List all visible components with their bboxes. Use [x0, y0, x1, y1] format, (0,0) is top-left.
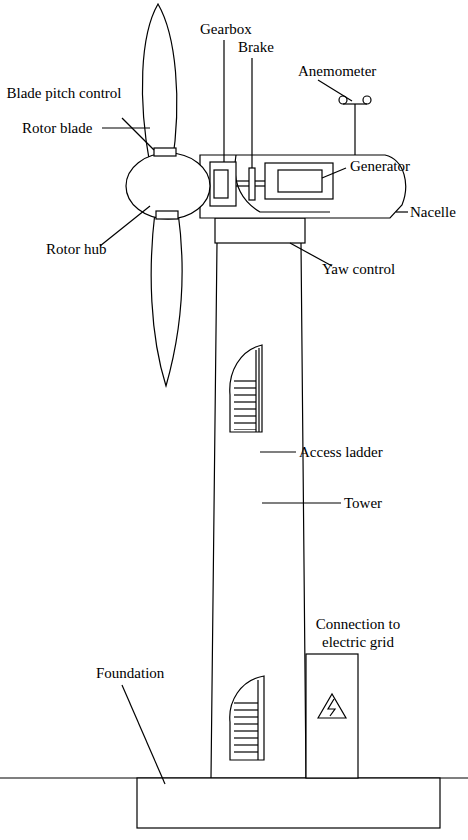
part-label: Gearbox	[200, 20, 252, 38]
part-label: Tower	[344, 494, 382, 512]
part-label: Foundation	[96, 664, 164, 682]
part-label: Nacelle	[410, 203, 456, 221]
part-label: Rotor hub	[46, 240, 106, 258]
part-label: Rotor blade	[22, 119, 92, 137]
part-label: Generator	[350, 157, 410, 175]
part-label: Anemometer	[298, 62, 376, 80]
part-label: Access ladder	[299, 443, 383, 461]
part-label: Brake	[238, 38, 274, 56]
part-label: Yaw control	[322, 260, 395, 278]
part-label: Connection to electric grid	[300, 615, 416, 651]
part-label: Blade pitch control	[4, 84, 124, 102]
